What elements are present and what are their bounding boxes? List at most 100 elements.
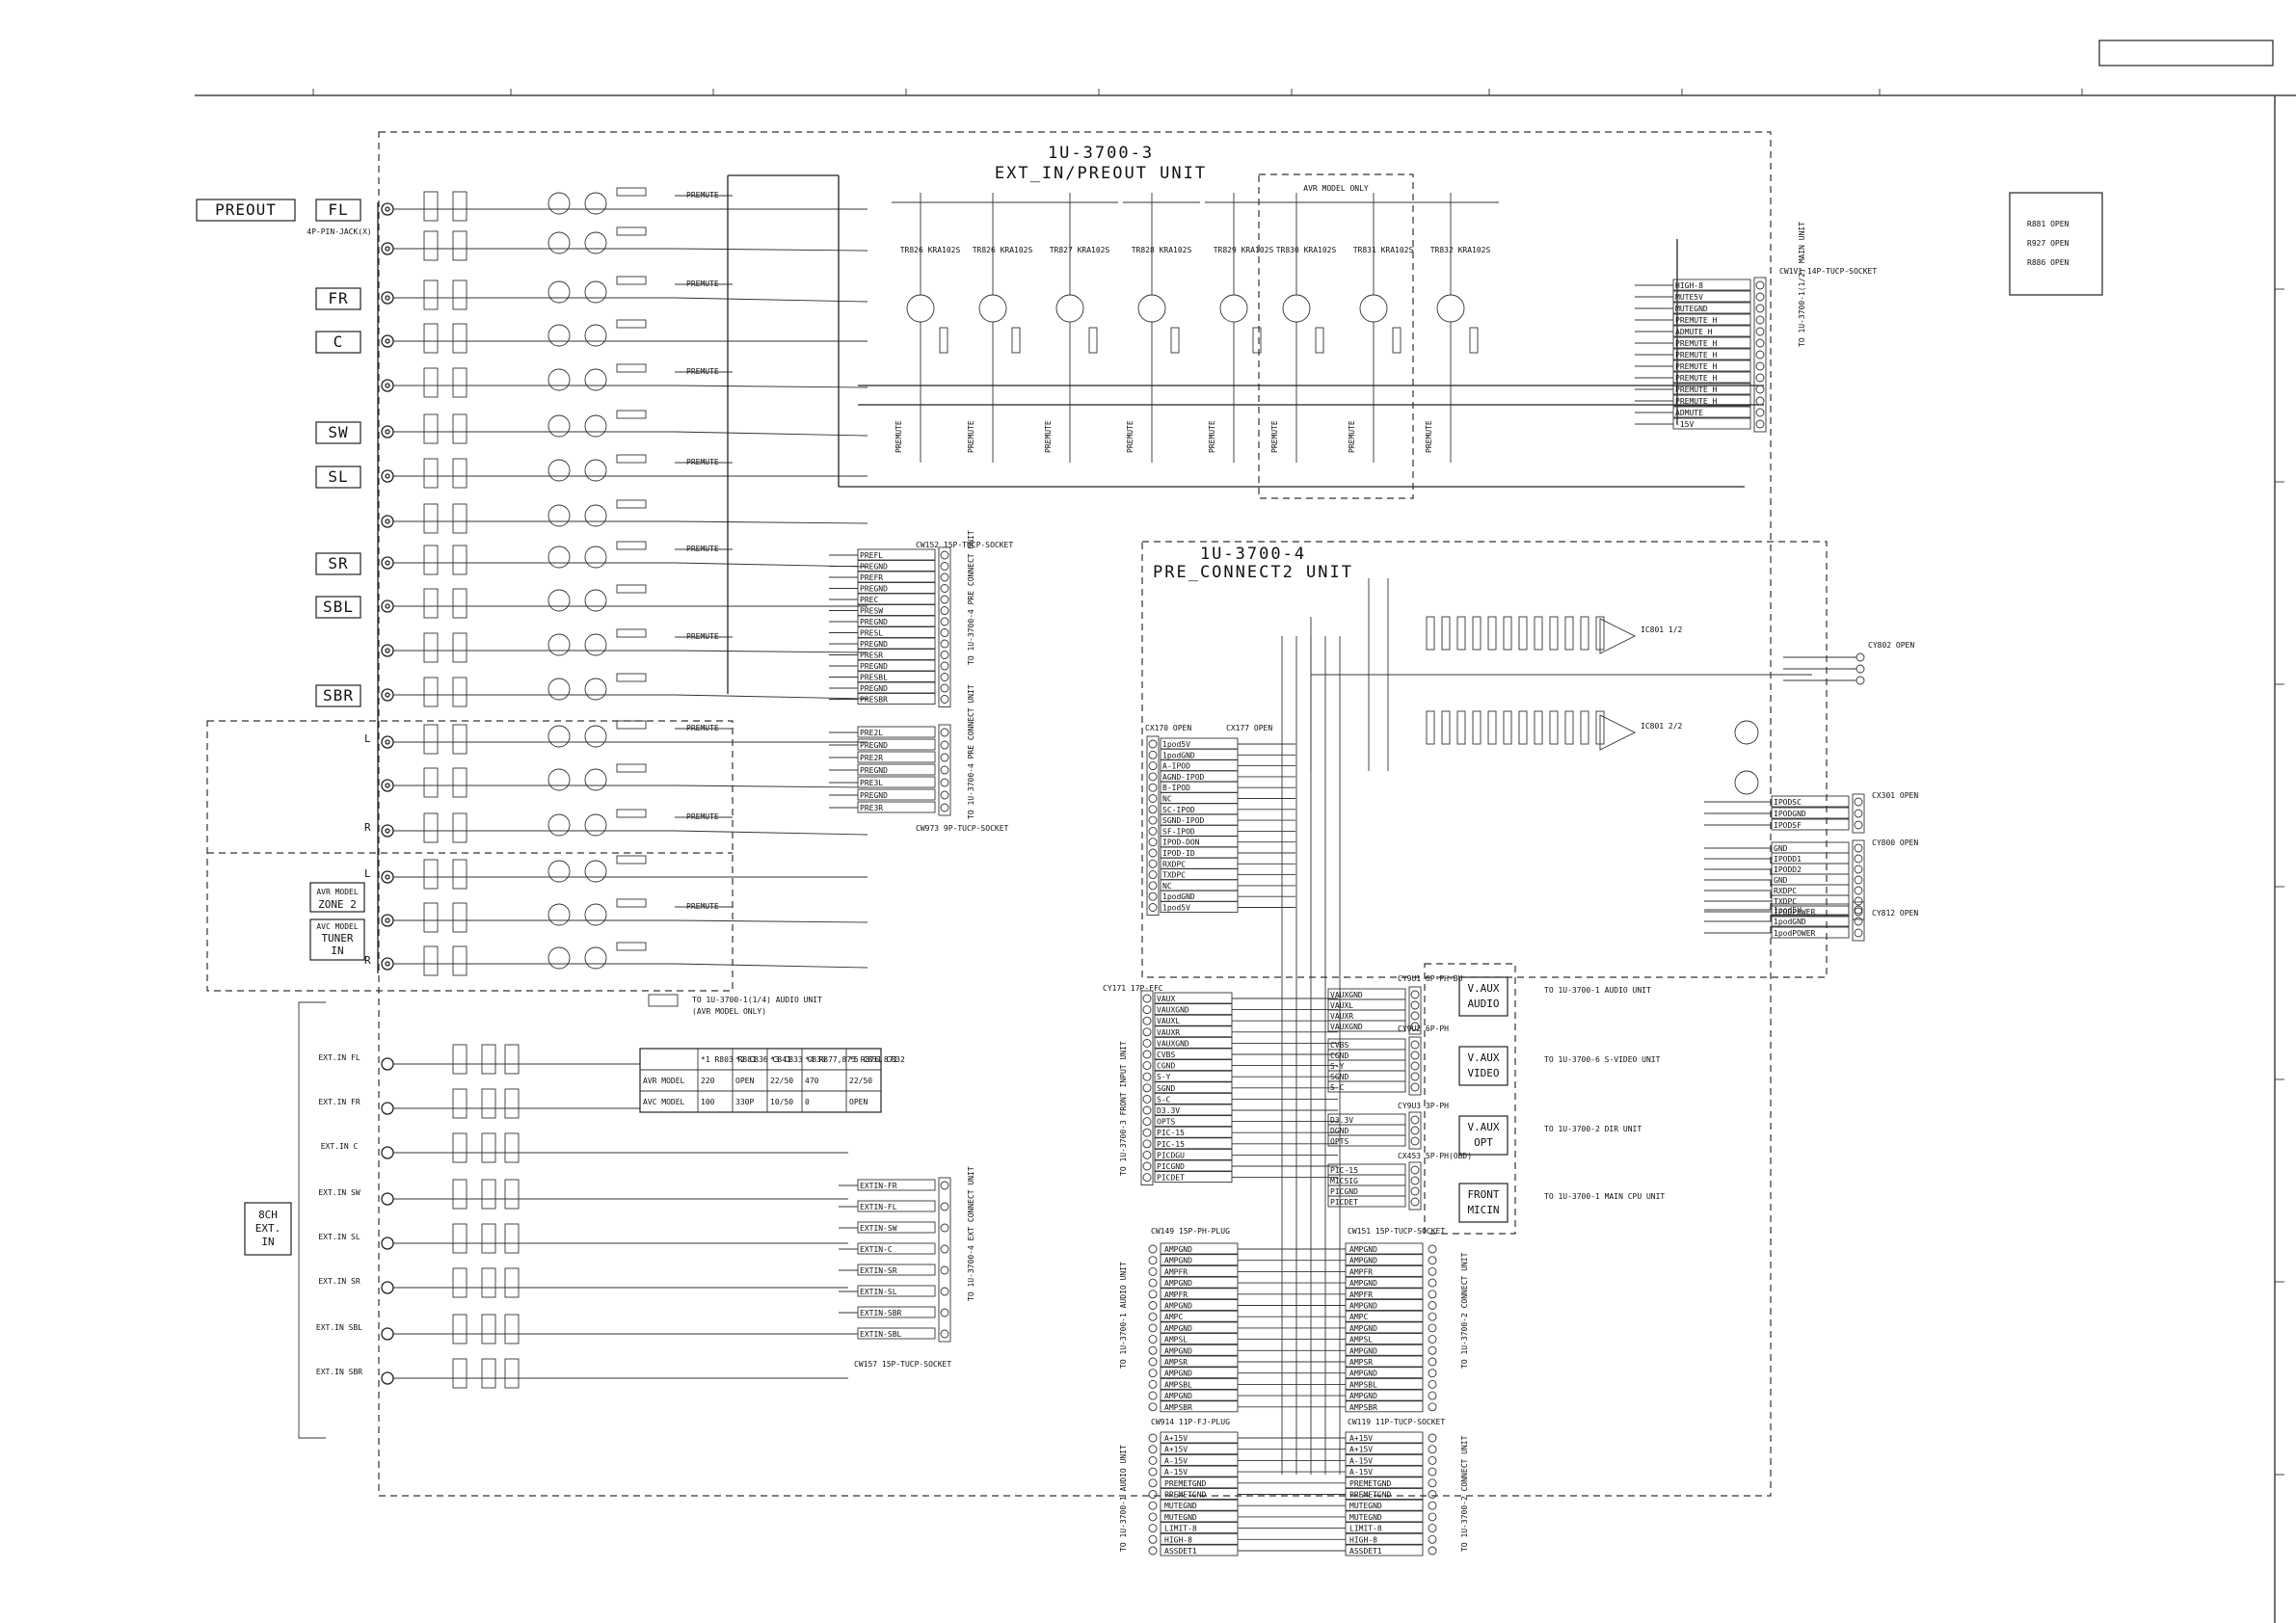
pin-label-box [1160,1288,1239,1300]
pin-label-box [1771,795,1850,808]
transistor-symbol [584,459,607,482]
resistor-block [452,812,467,843]
resistor [616,319,647,329]
capacitor-block [423,279,439,310]
connector-pin [1148,1402,1158,1412]
pin-label: PRE3R [860,804,883,812]
pin-label-box [1345,1453,1424,1466]
pin-label-box [1345,1276,1424,1289]
pin-label: EXTIN-C [860,1245,893,1254]
pin-label-box [1160,1443,1239,1455]
resistor [1315,327,1324,354]
legend-line-2: R927 OPEN [2027,239,2069,248]
rca-jack-pin [385,783,390,788]
capacitor-block [423,945,439,976]
connector-pin [1142,1139,1152,1149]
tr803-symbol [1734,720,1759,745]
connector-pin [1148,772,1158,782]
connector-pin [1148,1301,1158,1310]
connector-pin [1854,875,1863,885]
rca-jack-pin [385,692,390,698]
pin-label: PREMETGND [1349,1479,1392,1488]
pin-label-box [1154,1159,1233,1172]
connector-pin [1148,1379,1158,1389]
connector-pin [1148,739,1158,749]
title-block-box [2098,40,2274,67]
pin-label: PREMUTE_H [1675,374,1718,383]
capacitor-block [452,1044,467,1075]
ext-in-input-label: EXT.IN SR [318,1277,360,1286]
pin-label: PREFR [860,573,883,582]
connector-pin [1142,1050,1152,1059]
pin-label: VAUXR [1330,1012,1353,1021]
rca-jack [381,644,394,657]
pin-label-box [857,1242,936,1255]
pin-label: AMPGND [1164,1302,1192,1311]
zone2-box [309,882,365,913]
connector-pin [1755,292,1765,302]
pin-label: A-15V [1164,1468,1188,1477]
channel-label: SBR [323,686,354,705]
connector-pin [1854,797,1863,807]
pin-label: MUTE5V [1675,293,1703,302]
mute-transistor [1359,294,1388,323]
connector-pin [1142,1128,1152,1137]
connector-body [938,546,951,707]
zone-labels: L R L R AVR MODEL ZONE 2 AVC MODEL TUNER… [309,732,371,967]
pin-label-box [1160,1355,1239,1368]
pin-label-box [1160,1453,1239,1466]
front-jack-dest: TO 1U-3700-1 MAIN CPU UNIT [1544,1192,1665,1201]
pin-label: A-IPOD [1162,762,1190,771]
capacitor-block [452,1179,467,1210]
resistor [1426,616,1435,651]
connector-pin [1854,809,1863,818]
resistor-block [481,1132,496,1163]
rca-jack-pin [385,246,390,252]
connector-pin [1755,385,1765,394]
ext-in-input-label: EXT.IN SBL [316,1323,362,1332]
capacitor-block [452,1358,467,1389]
pin-label-box [1160,1465,1239,1477]
resistor [1011,327,1021,354]
pin-label: A-15V [1349,1468,1373,1477]
pin-label: A+15V [1349,1446,1373,1454]
connector-body [1408,1111,1422,1150]
pin-label: EXTIN-SBL [860,1330,902,1339]
output-trace [674,785,868,788]
connector-pin [1854,896,1863,906]
front-jack-box [1458,1046,1508,1086]
pin-label: EXTIN-SW [860,1224,897,1233]
resistor [1518,710,1528,745]
connector-pin [1755,408,1765,417]
connector-pin [1755,396,1765,406]
front-jack-line-2: VIDEO [1467,1067,1499,1079]
rca-jack-pin [385,338,390,344]
pin-label-box [1345,1310,1424,1322]
pin-label: VAUXGND [1157,1006,1189,1015]
connector-pin [1148,826,1158,836]
pin-label-box [1345,1367,1424,1379]
connector-pin [1410,990,1420,999]
transistor-label: TR828 KRA102S [1132,246,1192,254]
pin-label: AMPGND [1349,1370,1377,1378]
connector-pin [1142,994,1152,1003]
pin-label-box [1160,1344,1239,1356]
ext-in-label-box [244,1202,292,1256]
pin-label: PREMETGND [1164,1491,1207,1500]
pin-label: AMPSL [1349,1336,1373,1344]
connector-pin [940,790,949,800]
rca-jack-pin [385,473,390,479]
connector-pin [1148,1524,1158,1533]
pin-label: EXTIN-FL [860,1203,897,1211]
pin-label-box [1154,1092,1233,1104]
pin-label: IPODD2 [1774,865,1802,874]
pin-label-box [857,1264,936,1276]
pin-label-box [1160,1242,1239,1255]
transistor-symbol [547,678,571,701]
cy812-label: CY812 OPEN [1872,909,1918,918]
pin-label: A-15V [1349,1456,1373,1465]
unit-3-name: 1U-3700-3 [1048,144,1154,163]
connector-pin [940,584,949,593]
connector-pin [1855,676,1865,685]
resistor-block [452,413,467,444]
